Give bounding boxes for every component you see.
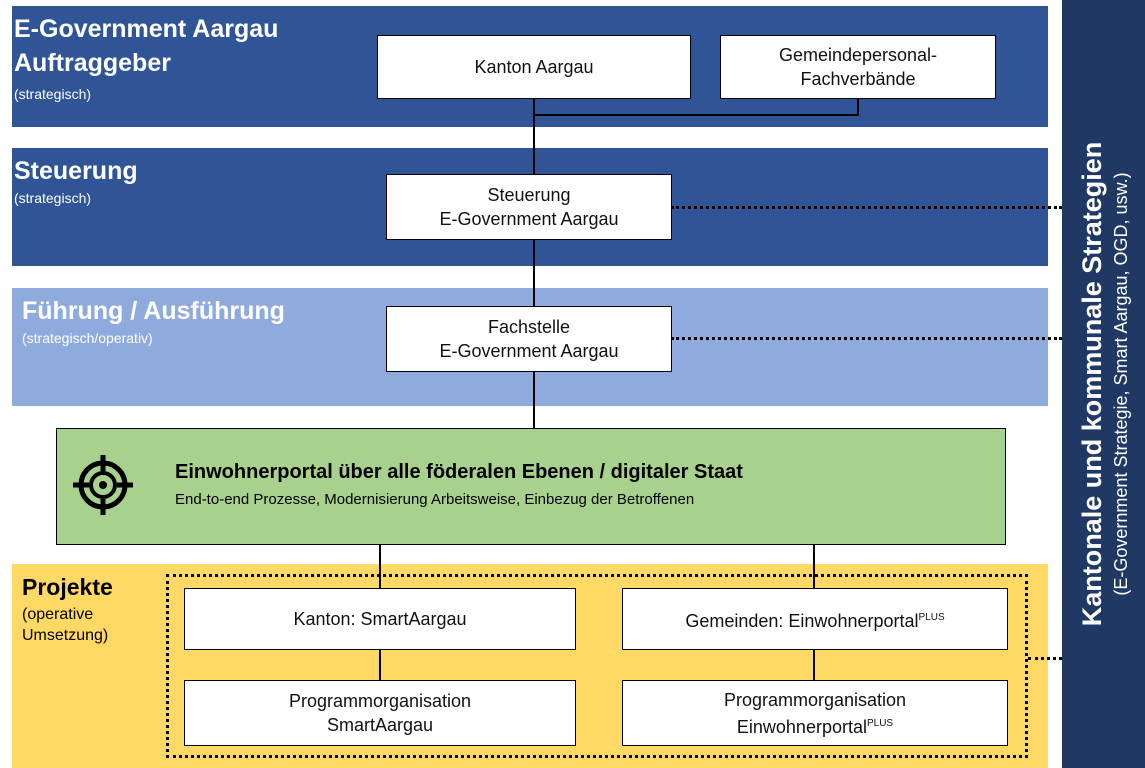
goal-subtitle: End-to-end Prozesse, Modernisierung Arbe… — [175, 491, 695, 508]
box-gemeindepersonal: Gemeindepersonal- Fachverbände — [720, 35, 996, 99]
dotted-steuerung-side — [671, 206, 1062, 209]
connector-goal-left — [379, 544, 381, 588]
connector-left-projects — [379, 650, 381, 680]
connector-goal-right — [813, 544, 815, 588]
box-gemeindepersonal-line2: Fachverbände — [800, 69, 916, 89]
connector-gemeinde-drop — [857, 98, 859, 116]
band-auftraggeber-subtitle: (strategisch) — [14, 86, 92, 102]
box-kanton-aargau-label: Kanton Aargau — [474, 57, 594, 77]
box-prog-smartaargau: Programmorganisation SmartAargau — [184, 680, 576, 746]
goal-title: Einwohnerportal über alle föderalen Eben… — [175, 461, 743, 483]
box-steuerung-line1: Steuerung — [487, 185, 571, 205]
band-projekte-title: Projekte — [22, 574, 113, 600]
side-strategy-subtitle: (E-Government Strategie, Smart Aargau, O… — [1111, 172, 1131, 596]
box-gemeinden-portal-label: Gemeinden: EinwohnerportalPLUS — [685, 610, 945, 631]
band-auftraggeber-title-1: E-Government Aargau — [14, 15, 279, 43]
box-gemeinden-portal: Gemeinden: EinwohnerportalPLUS — [622, 588, 1008, 650]
goal-box: Einwohnerportal über alle föderalen Eben… — [56, 428, 1006, 545]
band-projekte-subtitle-1: (operative — [22, 606, 94, 623]
box-fachstelle-line2: E-Government Aargau — [439, 341, 619, 361]
side-strategy-title: Kantonale und kommunale Strategien — [1077, 141, 1107, 627]
projects-dotted-frame — [166, 574, 1028, 758]
box-prog-portal-line1: Programmorganisation — [723, 689, 907, 710]
box-fachstelle: Fachstelle E-Government Aargau — [386, 306, 672, 372]
connector-top-horizontal — [533, 114, 859, 116]
band-projekte-subtitle-2: Umsetzung) — [22, 627, 109, 644]
box-prog-portal: Programmorganisation EinwohnerportalPLUS — [622, 680, 1008, 746]
box-prog-smartaargau-line2: SmartAargau — [326, 715, 434, 735]
target-icon — [71, 453, 135, 517]
connector-kanton-drop — [533, 98, 535, 174]
connector-right-projects — [813, 650, 815, 680]
box-fachstelle-line1: Fachstelle — [487, 317, 571, 337]
box-kanton-smartaargau-label: Kanton: SmartAargau — [293, 609, 467, 629]
band-auftraggeber-title-2: Auftraggeber — [14, 49, 171, 77]
box-steuerung: Steuerung E-Government Aargau — [386, 174, 672, 240]
connector-steuerung-fachstelle — [533, 240, 535, 306]
side-strategy-text: Kantonale und kommunale Strategien (E-Go… — [1075, 0, 1133, 768]
band-steuerung-subtitle: (strategisch) — [14, 190, 92, 206]
dotted-fachstelle-side — [671, 337, 1062, 340]
box-kanton-aargau: Kanton Aargau — [377, 35, 691, 99]
band-steuerung-title: Steuerung — [14, 157, 138, 185]
box-gemeindepersonal-line1: Gemeindepersonal- — [778, 45, 938, 65]
box-steuerung-line2: E-Government Aargau — [439, 209, 619, 229]
box-prog-smartaargau-line1: Programmorganisation — [288, 691, 472, 711]
band-fuehrung-title: Führung / Ausführung — [22, 297, 285, 325]
box-kanton-smartaargau: Kanton: SmartAargau — [184, 588, 576, 650]
band-fuehrung-subtitle: (strategisch/operativ) — [22, 330, 153, 346]
side-strategy-panel — [1062, 0, 1145, 768]
box-prog-portal-line2: EinwohnerportalPLUS — [736, 716, 894, 737]
dotted-projekte-side — [1028, 657, 1062, 660]
connector-fachstelle-goal — [533, 372, 535, 428]
